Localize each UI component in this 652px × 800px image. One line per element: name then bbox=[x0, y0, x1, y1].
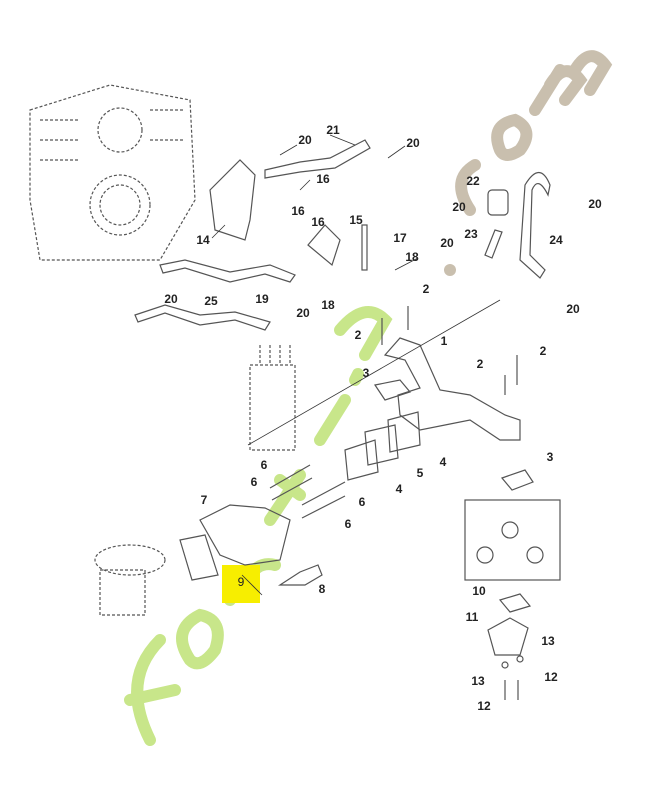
callout-6[interactable]: 6 bbox=[250, 475, 258, 489]
callout-24[interactable]: 24 bbox=[549, 233, 563, 247]
callout-2[interactable]: 2 bbox=[422, 282, 430, 296]
callout-19[interactable]: 19 bbox=[255, 292, 269, 306]
callout-20[interactable]: 20 bbox=[452, 200, 466, 214]
gasket-3-bottom bbox=[500, 469, 534, 491]
callout-11[interactable]: 11 bbox=[465, 610, 479, 624]
callout-18[interactable]: 18 bbox=[405, 250, 419, 264]
callout-4[interactable]: 4 bbox=[395, 482, 403, 496]
callout-17[interactable]: 17 bbox=[393, 231, 407, 245]
watermark-grey-strokes bbox=[444, 50, 613, 276]
callout-21[interactable]: 21 bbox=[326, 123, 340, 137]
hose-19 bbox=[159, 259, 296, 283]
callout-20[interactable]: 20 bbox=[566, 302, 580, 316]
callout-5[interactable]: 5 bbox=[416, 466, 424, 480]
solenoid-8 bbox=[277, 564, 323, 586]
callout-20[interactable]: 20 bbox=[440, 236, 454, 250]
hose-25 bbox=[134, 304, 271, 331]
callout-15[interactable]: 15 bbox=[349, 213, 363, 227]
elbow-11 bbox=[487, 617, 529, 656]
seal-13 bbox=[501, 661, 509, 669]
callout-16[interactable]: 16 bbox=[311, 215, 325, 229]
callout-20[interactable]: 20 bbox=[588, 197, 602, 211]
callout-4[interactable]: 4 bbox=[439, 455, 447, 469]
studs-6 bbox=[269, 464, 346, 519]
callout-20[interactable]: 20 bbox=[164, 292, 178, 306]
callout-16[interactable]: 16 bbox=[316, 172, 330, 186]
callout-2[interactable]: 2 bbox=[354, 328, 362, 342]
callout-20[interactable]: 20 bbox=[296, 306, 310, 320]
callout-6[interactable]: 6 bbox=[260, 458, 268, 472]
carburettor-7 bbox=[199, 504, 291, 566]
callout-20[interactable]: 20 bbox=[298, 133, 312, 147]
callout-18[interactable]: 18 bbox=[321, 298, 335, 312]
gasket-10 bbox=[498, 593, 532, 613]
cylinder-head-right bbox=[464, 499, 561, 581]
part-17 bbox=[361, 224, 368, 271]
gasket-4 bbox=[344, 439, 379, 481]
callout-14[interactable]: 14 bbox=[196, 233, 210, 247]
gasket-carb bbox=[179, 534, 219, 581]
callout-2[interactable]: 2 bbox=[476, 357, 484, 371]
gasket-5 bbox=[364, 424, 399, 466]
callout-3[interactable]: 3 bbox=[546, 450, 554, 464]
callout-25[interactable]: 25 bbox=[204, 294, 218, 308]
gasket-4b bbox=[387, 411, 421, 453]
callout-1[interactable]: 1 bbox=[440, 334, 448, 348]
callout-3[interactable]: 3 bbox=[362, 366, 370, 380]
callout-9[interactable]: 9 bbox=[237, 575, 245, 589]
callout-8[interactable]: 8 bbox=[318, 582, 326, 596]
engine-block bbox=[29, 84, 196, 261]
callout-12[interactable]: 12 bbox=[544, 670, 558, 684]
gasket-3-top bbox=[374, 379, 412, 401]
callout-23[interactable]: 23 bbox=[464, 227, 478, 241]
callout-12[interactable]: 12 bbox=[477, 699, 491, 713]
callout-6[interactable]: 6 bbox=[358, 495, 366, 509]
hose-24 bbox=[519, 171, 551, 279]
callout-16[interactable]: 16 bbox=[291, 204, 305, 218]
callout-6[interactable]: 6 bbox=[344, 517, 352, 531]
highlight-part-9 bbox=[222, 565, 260, 603]
callout-20[interactable]: 20 bbox=[406, 136, 420, 150]
manifold-1 bbox=[383, 337, 521, 441]
part-15 bbox=[307, 224, 341, 267]
callout-22[interactable]: 22 bbox=[466, 174, 480, 188]
bracket-14 bbox=[209, 159, 256, 241]
callout-10[interactable]: 10 bbox=[472, 584, 486, 598]
callout-7[interactable]: 7 bbox=[200, 493, 208, 507]
hose-21 bbox=[264, 139, 371, 179]
fuel-filter-22 bbox=[487, 189, 509, 216]
callout-13[interactable]: 13 bbox=[471, 674, 485, 688]
hose-23 bbox=[484, 229, 503, 259]
callout-13[interactable]: 13 bbox=[541, 634, 555, 648]
air-filter-housing bbox=[94, 544, 166, 616]
seal-13b bbox=[516, 655, 524, 663]
cylinder-head-left bbox=[249, 345, 296, 451]
callout-2[interactable]: 2 bbox=[539, 344, 547, 358]
